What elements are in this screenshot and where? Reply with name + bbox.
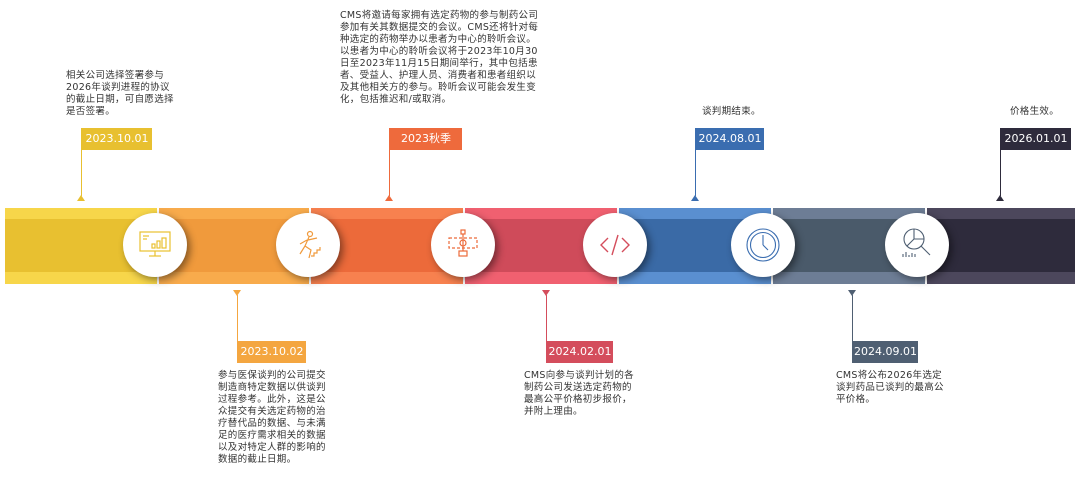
event-description: 相关公司选择签署参与2026年谈判进程的协议的截止日期，可自愿选择是否签署。 — [66, 70, 174, 117]
pointer-arrow — [77, 195, 85, 201]
connector-line — [546, 295, 547, 363]
flowchart-icon — [431, 213, 495, 277]
connector-line — [81, 128, 82, 196]
event-date-tag: 2023秋季 — [390, 128, 462, 150]
timeline-segment-7 — [927, 208, 1075, 284]
code-icon — [583, 213, 647, 277]
monitor-chart-icon — [123, 213, 187, 277]
pointer-arrow — [848, 290, 856, 296]
event-date-tag: 2024.08.01 — [696, 128, 764, 150]
pointer-arrow — [542, 290, 550, 296]
chart-search-icon — [885, 213, 949, 277]
event-description: 谈判期结束。 — [702, 106, 761, 117]
running-person-stairs-icon — [276, 213, 340, 277]
event-date-tag: 2024.02.01 — [547, 341, 613, 363]
connector-line — [1000, 128, 1001, 196]
event-description: CMS将公布2026年选定谈判药品已谈判的最高公平价格。 — [836, 370, 944, 405]
pointer-arrow — [385, 195, 393, 201]
event-description: 参与医保谈判的公司提交制造商特定数据以供谈判过程参考。此外，这是公众提交有关选定… — [218, 370, 326, 465]
event-description: CMS向参与谈判计划的各制药公司发送选定药物的最高公平价格初步报价，并附上理由。 — [524, 370, 634, 417]
event-date-tag: 2026.01.01 — [1001, 128, 1071, 150]
event-description: CMS将邀请每家拥有选定药物的参与制药公司参加有关其数据提交的会议。CMS还将针… — [340, 10, 539, 105]
event-description: 价格生效。 — [1010, 106, 1060, 117]
clock-icon — [731, 213, 795, 277]
connector-line — [852, 295, 853, 363]
event-date-tag: 2023.10.01 — [82, 128, 152, 150]
connector-line — [695, 128, 696, 196]
connector-line — [237, 295, 238, 363]
event-date-tag: 2024.09.01 — [853, 341, 918, 363]
connector-line — [389, 128, 390, 196]
event-date-tag: 2023.10.02 — [238, 341, 306, 363]
pointer-arrow — [996, 195, 1004, 201]
pointer-arrow — [691, 195, 699, 201]
pointer-arrow — [233, 290, 241, 296]
